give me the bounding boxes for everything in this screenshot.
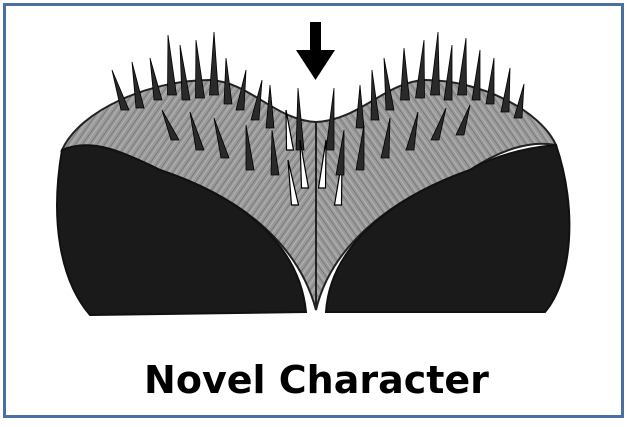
figure-caption: Novel Character (0, 357, 633, 403)
spine (514, 84, 524, 118)
spine (458, 38, 467, 95)
spine (168, 35, 177, 95)
spine (371, 70, 379, 120)
spine (501, 68, 510, 112)
spine (180, 45, 190, 100)
spine (486, 58, 494, 104)
spine (196, 40, 205, 98)
spine (210, 32, 219, 95)
down-arrow-icon (296, 22, 335, 80)
spine (326, 88, 334, 150)
spine (224, 58, 232, 104)
spine (384, 58, 394, 110)
spine (416, 40, 425, 98)
spine (444, 45, 452, 100)
spine (431, 32, 440, 95)
spine (401, 48, 410, 100)
spine (472, 50, 480, 100)
